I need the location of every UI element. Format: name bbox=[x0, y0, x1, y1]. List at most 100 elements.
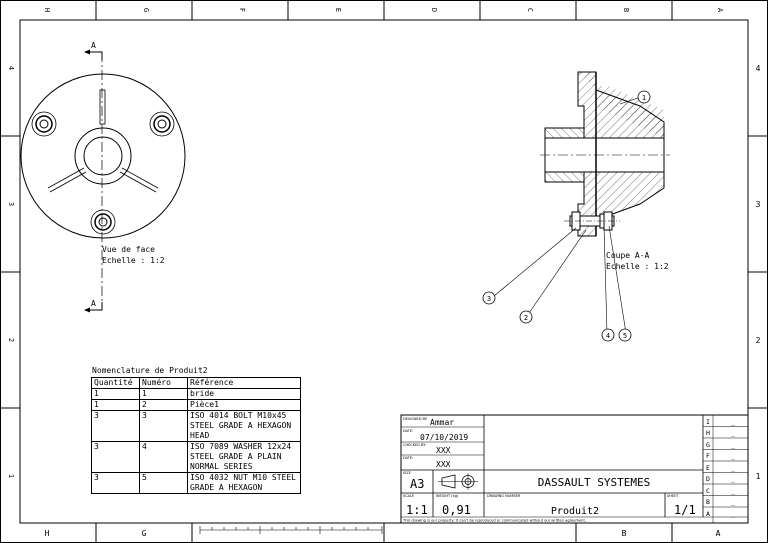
bom-num: 4 bbox=[139, 441, 188, 473]
bolt-head-bottom bbox=[90, 209, 116, 235]
bom-table: Quantité Numéro Référence 1 1 bride 1 2 … bbox=[91, 377, 301, 494]
front-view bbox=[20, 49, 186, 313]
bore-outer-circle bbox=[74, 127, 132, 185]
scale-label: SCALE bbox=[403, 494, 414, 498]
balloon-2-label: 2 bbox=[524, 314, 528, 322]
zone-left-1: 1 bbox=[7, 474, 15, 478]
bom-header-qty: Quantité bbox=[91, 377, 140, 389]
section-arrow-top bbox=[86, 51, 103, 60]
date2-value: XXX bbox=[436, 460, 451, 469]
section-label-bottom: A bbox=[91, 299, 96, 308]
bom-qty: 3 bbox=[91, 441, 140, 473]
rev-value-a: _ bbox=[731, 510, 735, 518]
bom-row: 3 5 ISO 4032 NUT M10 STEEL GRADE A HEXAG… bbox=[91, 472, 301, 494]
projection-symbol bbox=[438, 473, 478, 490]
weight-label: WEIGHT (kg) bbox=[436, 494, 459, 498]
zone-left-4: 4 bbox=[7, 66, 15, 70]
rev-letter-c: C bbox=[706, 487, 710, 495]
balloon-5 bbox=[618, 328, 632, 342]
rev-letter-f: F bbox=[706, 452, 710, 460]
zone-top-a: A bbox=[716, 8, 724, 13]
rib-left bbox=[47, 167, 85, 189]
zone-right-1: 1 bbox=[756, 472, 761, 481]
design-date: 07/10/2019 bbox=[420, 433, 468, 442]
date2-label: DATE: bbox=[403, 456, 413, 460]
company-name: DASSAULT SYSTEMES bbox=[538, 476, 651, 489]
bom-qty: 1 bbox=[91, 399, 140, 411]
section-label-top: A bbox=[91, 41, 96, 50]
section-arrowhead-top bbox=[84, 49, 90, 55]
section-arrow-bottom bbox=[86, 302, 103, 311]
pipe-left-lower bbox=[544, 171, 585, 183]
bom-header-num: Numéro bbox=[139, 377, 188, 389]
bom-ref: ISO 7089 WASHER 12x24 STEEL GRADE A PLAI… bbox=[187, 441, 301, 473]
rev-value-f: _ bbox=[731, 452, 735, 460]
bom-header-ref: Référence bbox=[187, 377, 301, 389]
rev-value-g: _ bbox=[731, 441, 735, 449]
rev-letter-b: B bbox=[706, 498, 710, 506]
bom-num: 3 bbox=[139, 410, 188, 442]
bom-num: 2 bbox=[139, 399, 188, 411]
scale-ruler bbox=[199, 526, 383, 534]
balloon-2 bbox=[519, 310, 533, 324]
zone-top-h: H bbox=[43, 8, 51, 12]
balloon-1-label: 1 bbox=[642, 94, 646, 102]
zone-top-c: C bbox=[526, 8, 534, 12]
bore-inner-circle bbox=[83, 136, 123, 176]
flange-outer-circle bbox=[20, 73, 186, 239]
weight-value: 0,91 bbox=[442, 503, 471, 517]
zone-top-g: G bbox=[142, 8, 150, 12]
bom-header-row: Quantité Numéro Référence bbox=[91, 377, 301, 389]
sheet-number: 1/1 bbox=[674, 503, 696, 517]
bom-qty: 3 bbox=[91, 410, 140, 442]
zone-top-d: D bbox=[430, 8, 438, 12]
bom-num: 1 bbox=[139, 388, 188, 400]
rib-right-b bbox=[119, 171, 157, 193]
sheet-label: SHEET bbox=[667, 494, 679, 498]
zone-bottom-b: B bbox=[622, 529, 627, 538]
rev-letter-h: H bbox=[706, 429, 710, 437]
balloon-5-label: 5 bbox=[623, 332, 627, 340]
balloon-1 bbox=[637, 90, 651, 104]
front-view-scale: Echelle : 1:2 bbox=[102, 256, 165, 265]
bom-row: 3 4 ISO 7089 WASHER 12x24 STEEL GRADE A … bbox=[91, 441, 301, 473]
leader-lines bbox=[493, 97, 639, 334]
zone-top-f: F bbox=[238, 8, 246, 12]
section-view-caption: Coupe A-A bbox=[606, 251, 650, 260]
rev-value-i: _ bbox=[731, 418, 735, 426]
front-view-caption: Vue de face bbox=[102, 245, 155, 254]
drawing-number: Produit2 bbox=[551, 506, 599, 517]
zone-bottom-a: A bbox=[716, 529, 721, 538]
zone-right-3: 3 bbox=[756, 200, 761, 209]
rev-letter-i: I bbox=[706, 418, 710, 426]
zone-left-3: 3 bbox=[7, 202, 15, 206]
zone-bottom-g: G bbox=[142, 529, 147, 538]
zone-top-e: E bbox=[334, 8, 342, 12]
balloon-3 bbox=[482, 291, 496, 305]
checked-by-label: CHECKED BY: bbox=[403, 443, 426, 447]
bolt-head-left bbox=[31, 111, 57, 137]
top-slot bbox=[99, 89, 106, 125]
drawing-number-label: DRAWING NUMBER bbox=[487, 494, 521, 498]
bolt-head-right bbox=[149, 111, 175, 137]
rib-left-b bbox=[49, 171, 87, 193]
section-view-scale: Echelle : 1:2 bbox=[606, 262, 669, 271]
bom-row: 1 2 Pièce1 bbox=[91, 399, 301, 411]
bom-qty: 1 bbox=[91, 388, 140, 400]
section-view bbox=[482, 71, 670, 342]
balloon-4-label: 4 bbox=[606, 332, 610, 340]
bom-row: 1 1 bride bbox=[91, 388, 301, 400]
section-arrowhead-bottom bbox=[84, 307, 90, 313]
balloon-4 bbox=[601, 328, 615, 342]
bom-ref: bride bbox=[187, 388, 301, 400]
rev-letter-g: G bbox=[706, 441, 710, 449]
zone-bottom-h: H bbox=[45, 529, 50, 538]
bom-title: Nomenclature de Produit2 bbox=[92, 366, 208, 375]
rev-value-e: _ bbox=[731, 464, 735, 472]
zone-right-4: 4 bbox=[756, 64, 761, 73]
bom-ref: Pièce1 bbox=[187, 399, 301, 411]
scale-value: 1:1 bbox=[406, 503, 428, 517]
sheet-size: A3 bbox=[410, 477, 424, 491]
zone-right-2: 2 bbox=[756, 336, 761, 345]
